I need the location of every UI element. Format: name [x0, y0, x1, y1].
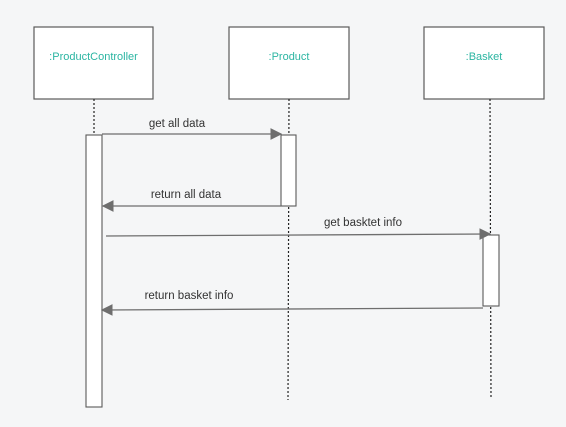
message-return-all-data[interactable]: return all data [101, 189, 281, 212]
message-get-basket-info[interactable]: get basktet info [105, 217, 492, 240]
participant-label: :ProductController [49, 51, 138, 63]
message-label: return basket info [145, 290, 234, 302]
message-get-all-data[interactable]: get all data [102, 118, 283, 140]
participant-product[interactable]: :Product [228, 26, 350, 100]
activation-bar-basket [482, 234, 500, 307]
message-return-basket-info[interactable]: return basket info [100, 290, 484, 316]
participant-box [423, 26, 545, 100]
participant-label: :Basket [466, 51, 503, 63]
activation-bar-product-controller [85, 134, 103, 408]
participant-box [33, 26, 154, 100]
participant-basket[interactable]: :Basket [423, 26, 545, 100]
message-arrow [100, 304, 484, 316]
participant-box [228, 26, 350, 100]
message-label: get all data [149, 118, 206, 130]
message-label: return all data [151, 189, 222, 201]
participant-product-controller[interactable]: :ProductController [33, 26, 154, 100]
activation-bar-product [280, 134, 297, 207]
message-arrow [105, 228, 492, 240]
message-label: get basktet info [324, 217, 402, 229]
participant-label: :Product [269, 51, 310, 63]
